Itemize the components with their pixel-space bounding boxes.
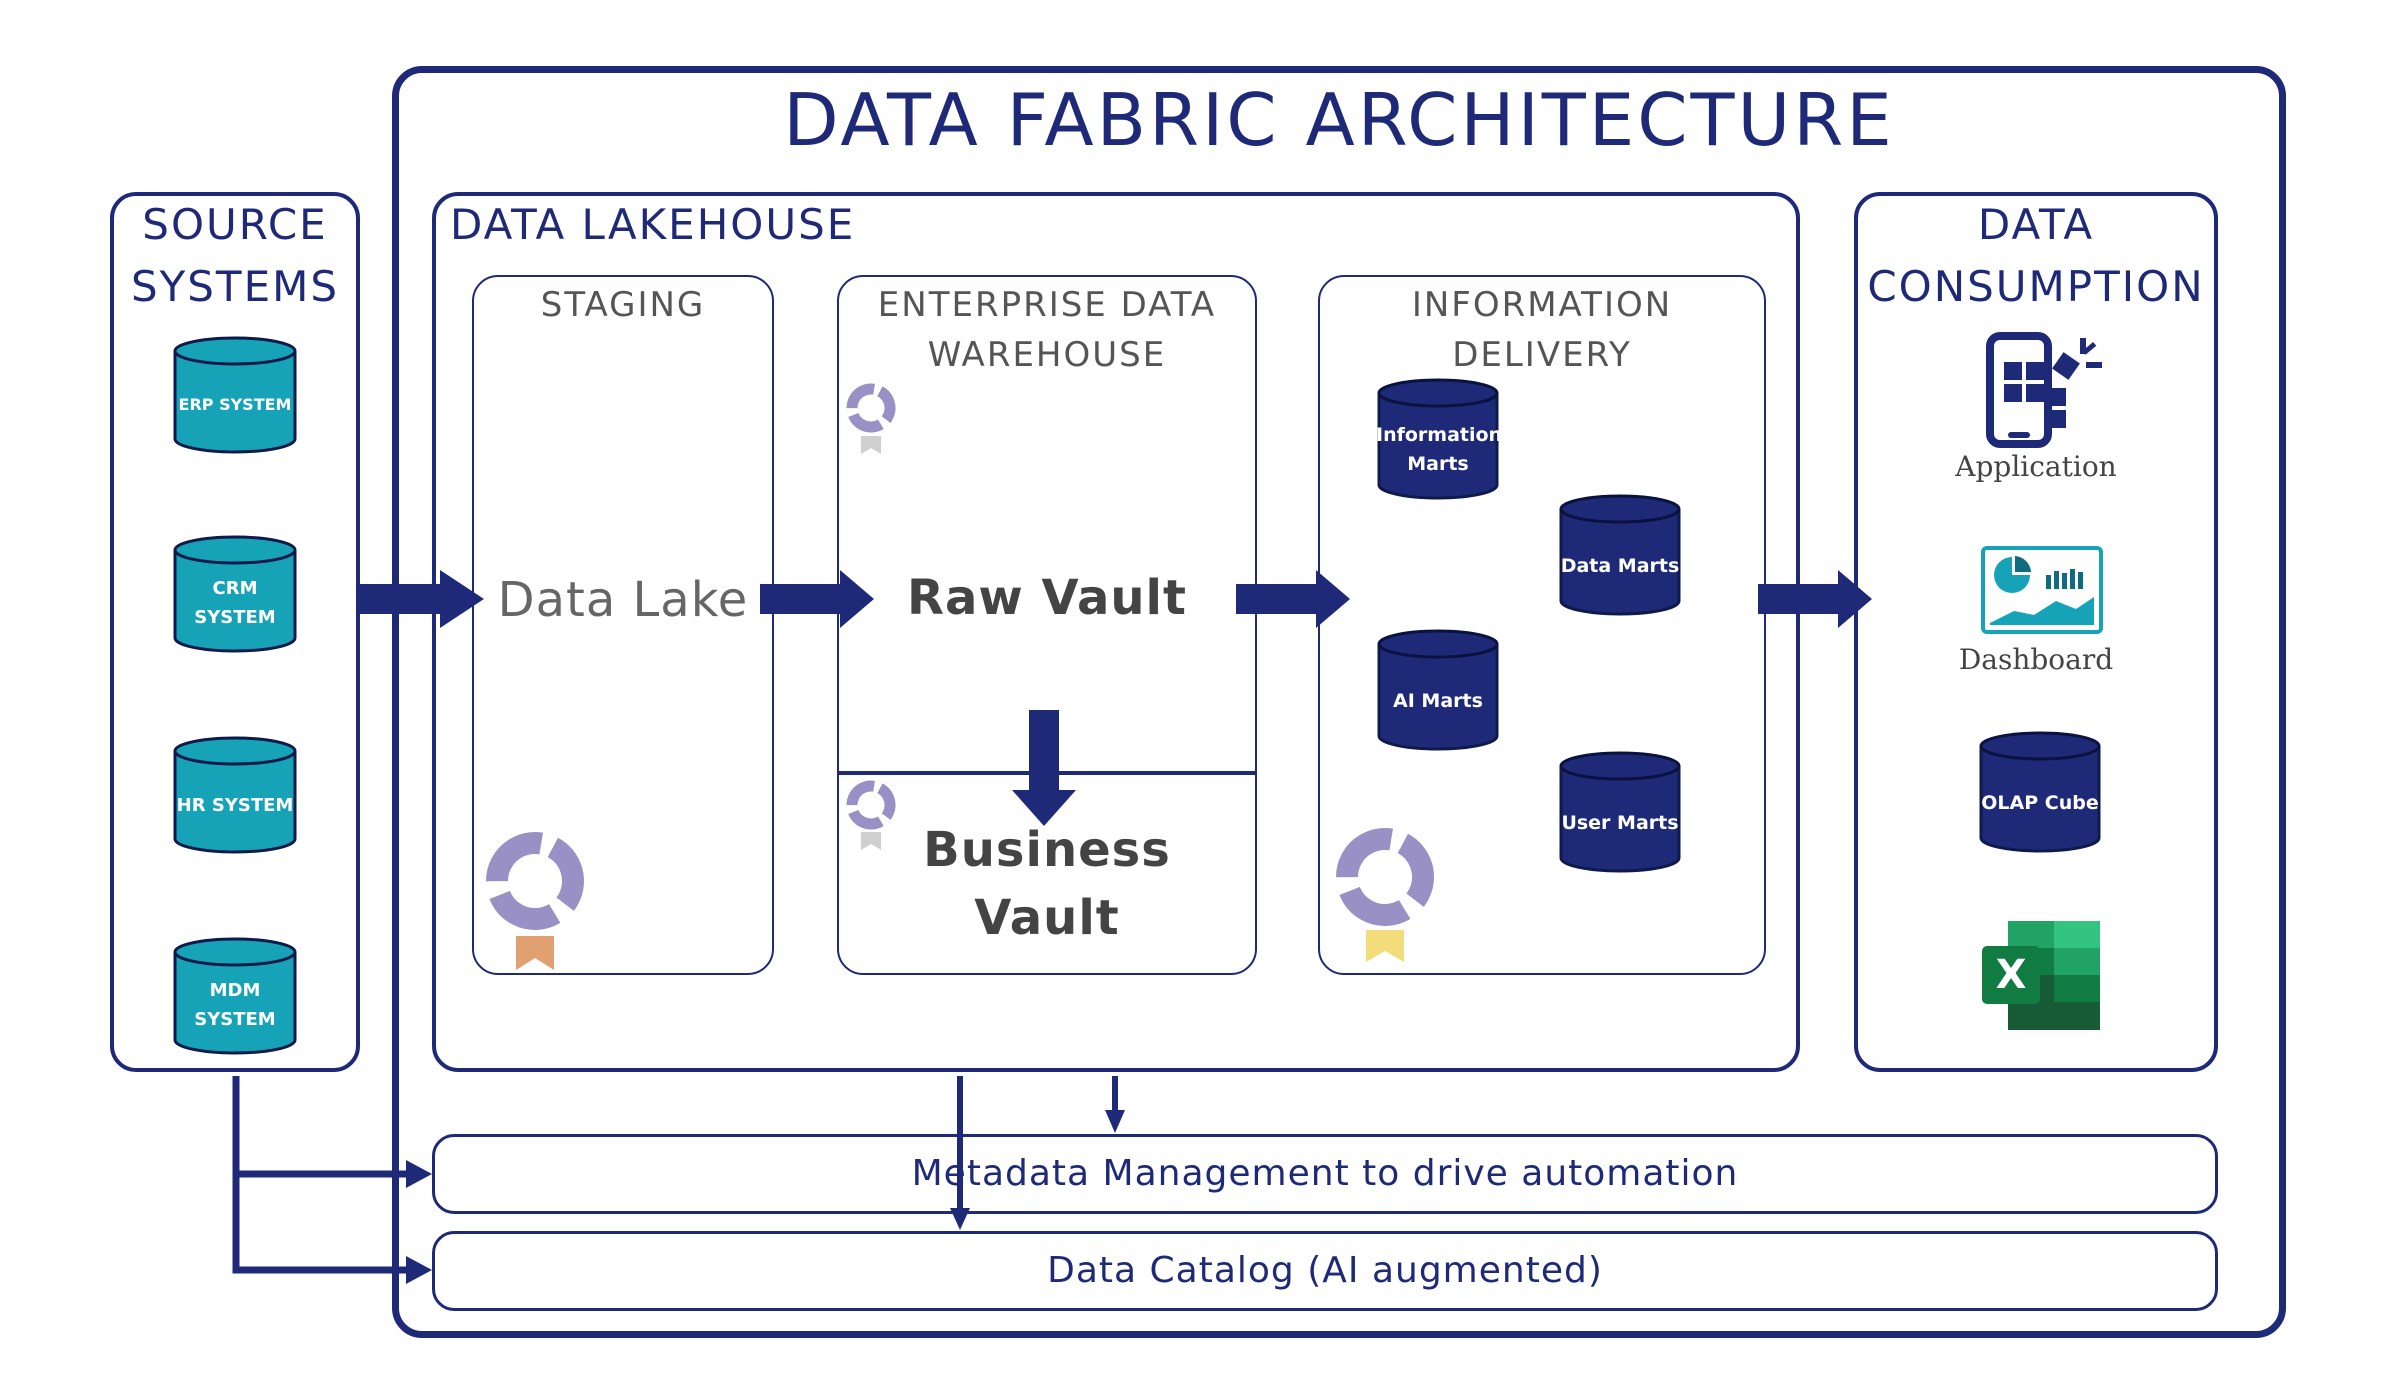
hr-system-cylinder: HR SYSTEM <box>172 735 298 855</box>
source-systems-title-line2: SYSTEMS <box>130 262 340 311</box>
medal-silver-icon <box>846 780 896 850</box>
database-icon <box>1559 751 1681 873</box>
ai-marts-cylinder: AI Marts <box>1376 628 1500 752</box>
database-icon <box>173 535 297 653</box>
edw-title-line2: WAREHOUSE <box>927 335 1167 375</box>
line-source-to-metadata <box>232 1076 410 1178</box>
mdm-system-cylinder: MDM SYSTEM <box>172 936 298 1056</box>
data-catalog-label: Data Catalog (AI augmented) <box>1047 1250 1603 1291</box>
data-consumption-title-line1: DATA <box>1977 200 2095 249</box>
information-delivery-title: INFORMATION DELIVERY <box>1411 285 1673 375</box>
data-lakehouse-title: DATA LAKEHOUSE <box>450 200 856 249</box>
staging-panel <box>472 275 774 975</box>
database-icon <box>1559 494 1681 616</box>
line-source-to-catalog <box>232 1170 410 1274</box>
application-icon <box>1986 332 2102 448</box>
database-icon <box>1377 378 1499 500</box>
arrow-edw-to-delivery <box>1236 570 1350 628</box>
source-systems-panel <box>110 192 360 1072</box>
business-vault-label-line2: Vault <box>974 890 1120 946</box>
data-consumption-panel <box>1854 192 2218 1072</box>
dashboard-label: Dashboard <box>1958 643 2114 676</box>
edw-title-line1: ENTERPRISE DATA <box>877 285 1217 325</box>
crm-system-label-line1: CRM <box>212 578 258 599</box>
ai-marts-label: AI Marts <box>1393 690 1483 712</box>
page-title: DATA FABRIC ARCHITECTURE <box>783 78 1895 162</box>
mdm-system-label-line1: MDM <box>209 980 261 1001</box>
olap-cube-cylinder: OLAP Cube <box>1978 730 2102 854</box>
data-marts-cylinder: Data Marts <box>1558 493 1682 617</box>
metadata-management-bar: Metadata Management to drive automation <box>432 1134 2218 1214</box>
crm-system-cylinder: CRM SYSTEM <box>172 534 298 654</box>
database-icon <box>173 336 297 454</box>
information-marts-label-line2: Marts <box>1407 453 1469 475</box>
information-marts-cylinder: Information Marts <box>1376 377 1503 501</box>
excel-letter: X <box>1995 952 2027 998</box>
data-lake-label: Data Lake <box>497 572 749 628</box>
business-vault-label-line1: Business <box>923 822 1171 878</box>
arrow-staging-to-edw <box>760 570 874 628</box>
application-label: Application <box>1955 450 2117 483</box>
medal-gold-icon <box>1336 828 1434 962</box>
user-marts-label: User Marts <box>1561 812 1679 834</box>
dashboard-icon <box>1981 546 2103 634</box>
erp-system-cylinder: ERP SYSTEM <box>172 335 298 455</box>
olap-cube-label: OLAP Cube <box>1981 792 2099 814</box>
arrow-source-to-staging <box>360 570 484 628</box>
raw-vault-label: Raw Vault <box>907 570 1187 626</box>
information-marts-label-line1: Information <box>1376 424 1503 446</box>
arrow-raw-to-business-vault <box>1012 710 1076 826</box>
medal-bronze-icon <box>486 832 584 970</box>
erp-system-label: ERP SYSTEM <box>178 395 292 414</box>
database-icon <box>173 736 297 854</box>
staging-title: STAGING <box>540 285 706 325</box>
data-lakehouse-panel <box>432 192 1800 1072</box>
excel-icon: X <box>1980 918 2100 1033</box>
database-icon <box>1377 629 1499 751</box>
database-icon <box>173 937 297 1055</box>
hr-system-label: HR SYSTEM <box>176 795 294 816</box>
arrow-delivery-to-consumption <box>1758 570 1872 628</box>
data-catalog-bar: Data Catalog (AI augmented) <box>432 1231 2218 1311</box>
metadata-management-label: Metadata Management to drive automation <box>911 1153 1739 1194</box>
data-marts-label: Data Marts <box>1560 555 1680 577</box>
crm-system-label-line2: SYSTEM <box>194 607 276 628</box>
database-icon <box>1979 731 2101 853</box>
medal-silver-icon <box>846 383 896 454</box>
mdm-system-label-line2: SYSTEM <box>194 1009 276 1030</box>
source-systems-title-line1: SOURCE <box>142 200 328 249</box>
data-consumption-title-line2: CONSUMPTION <box>1867 262 2205 311</box>
data-fabric-frame <box>392 66 2286 1338</box>
enterprise-data-warehouse-panel <box>837 275 1257 975</box>
user-marts-cylinder: User Marts <box>1558 750 1682 874</box>
